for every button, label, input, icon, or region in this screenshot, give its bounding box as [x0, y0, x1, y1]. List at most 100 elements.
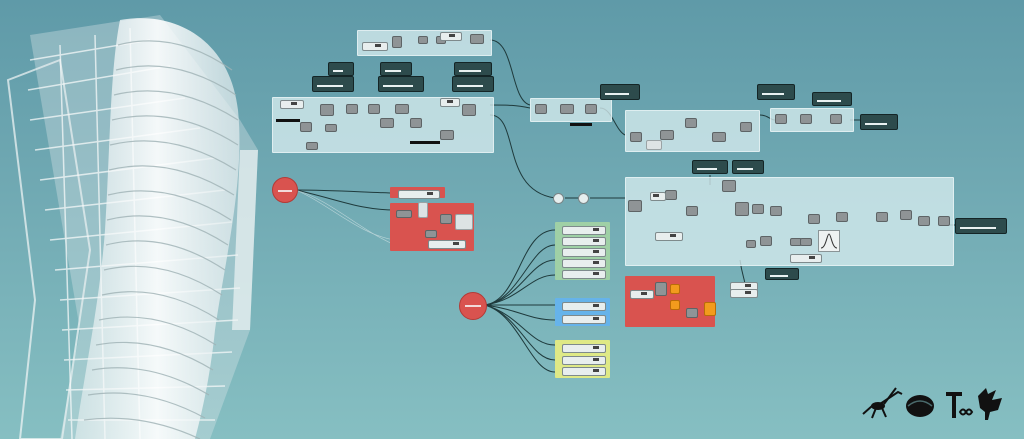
component[interactable]	[320, 104, 334, 116]
number-slider[interactable]	[650, 192, 666, 201]
component[interactable]	[722, 180, 736, 192]
component[interactable]	[470, 34, 484, 44]
component[interactable]	[735, 202, 749, 216]
component[interactable]	[630, 132, 642, 142]
component[interactable]	[836, 212, 848, 222]
component[interactable]	[686, 206, 698, 216]
component[interactable]	[808, 214, 820, 224]
relay-node[interactable]	[459, 292, 487, 320]
number-slider[interactable]	[562, 315, 606, 324]
component[interactable]	[876, 212, 888, 222]
number-slider[interactable]	[562, 259, 606, 268]
component[interactable]	[800, 114, 812, 124]
panel[interactable]	[380, 62, 412, 76]
number-slider[interactable]	[362, 42, 388, 51]
relay-point[interactable]	[578, 193, 589, 204]
panel[interactable]	[812, 92, 852, 106]
number-slider[interactable]	[280, 100, 304, 109]
component[interactable]	[704, 302, 716, 316]
panel[interactable]	[692, 160, 728, 174]
component[interactable]	[306, 142, 318, 150]
panel[interactable]	[312, 76, 354, 92]
number-slider[interactable]	[562, 344, 606, 353]
component[interactable]	[535, 104, 547, 114]
t-infinity-icon	[946, 392, 974, 418]
number-slider[interactable]	[655, 232, 683, 241]
component[interactable]	[800, 238, 812, 246]
component[interactable]	[670, 300, 680, 310]
component[interactable]	[380, 118, 394, 128]
number-slider[interactable]	[630, 290, 654, 299]
group-analysis[interactable]	[625, 177, 954, 266]
component[interactable]	[585, 104, 597, 114]
number-slider[interactable]	[562, 226, 606, 235]
component[interactable]	[462, 104, 476, 116]
component[interactable]	[660, 130, 674, 140]
panel[interactable]	[765, 268, 799, 280]
component[interactable]	[418, 202, 428, 218]
number-slider[interactable]	[428, 240, 466, 249]
component[interactable]	[646, 140, 662, 150]
component[interactable]	[560, 104, 574, 114]
panel[interactable]	[955, 218, 1007, 234]
component[interactable]	[392, 36, 402, 48]
component[interactable]	[918, 216, 930, 226]
number-slider[interactable]	[562, 237, 606, 246]
component[interactable]	[746, 240, 756, 248]
component[interactable]	[418, 36, 428, 44]
component[interactable]	[425, 230, 437, 238]
component[interactable]	[740, 122, 752, 132]
number-slider[interactable]	[562, 356, 606, 365]
number-slider[interactable]	[440, 32, 462, 41]
component[interactable]	[665, 190, 677, 200]
panel[interactable]	[600, 84, 640, 100]
component[interactable]	[655, 282, 667, 296]
panel[interactable]	[860, 114, 898, 130]
component[interactable]	[396, 210, 412, 218]
component[interactable]	[346, 104, 358, 114]
number-slider[interactable]	[562, 367, 606, 376]
component[interactable]	[830, 114, 842, 124]
number-slider[interactable]	[440, 98, 460, 107]
grasshopper-icon	[862, 387, 903, 419]
graph-mapper[interactable]	[818, 230, 840, 252]
number-slider[interactable]	[790, 254, 822, 263]
panel[interactable]	[732, 160, 764, 174]
component[interactable]	[395, 104, 409, 114]
text-panel	[276, 119, 300, 122]
number-slider[interactable]	[562, 270, 606, 279]
panel[interactable]	[757, 84, 795, 100]
component[interactable]	[440, 130, 454, 140]
component[interactable]	[325, 124, 337, 132]
component[interactable]	[752, 204, 764, 214]
component[interactable]	[685, 118, 697, 128]
number-slider[interactable]	[562, 248, 606, 257]
component[interactable]	[760, 236, 772, 246]
component[interactable]	[440, 214, 452, 224]
relay-point[interactable]	[553, 193, 564, 204]
number-slider[interactable]	[730, 289, 758, 298]
component[interactable]	[775, 114, 787, 124]
component[interactable]	[670, 284, 680, 294]
component[interactable]	[368, 104, 380, 114]
number-slider[interactable]	[398, 190, 440, 199]
component[interactable]	[628, 200, 642, 212]
relay-node[interactable]	[272, 177, 298, 203]
tower-render	[6, 15, 258, 439]
component[interactable]	[770, 206, 782, 216]
panel[interactable]	[378, 76, 424, 92]
panel[interactable]	[454, 62, 492, 76]
number-slider[interactable]	[562, 302, 606, 311]
component[interactable]	[410, 118, 422, 128]
component[interactable]	[686, 308, 698, 318]
component[interactable]	[712, 132, 726, 142]
panel[interactable]	[328, 62, 354, 76]
shell-icon	[906, 395, 934, 417]
component[interactable]	[938, 216, 950, 226]
component[interactable]	[300, 122, 312, 132]
component[interactable]	[455, 214, 473, 230]
component[interactable]	[900, 210, 912, 220]
panel[interactable]	[452, 76, 494, 92]
